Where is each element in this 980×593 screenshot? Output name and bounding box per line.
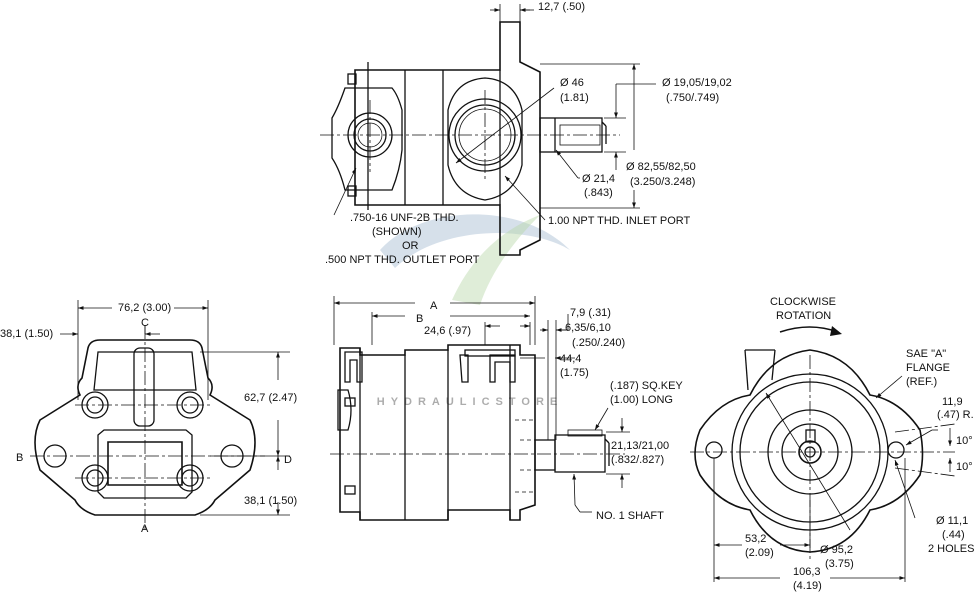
left-view: 76,2 (3.00) 38,1 (1.50) 62,7 (2.47) 38,1… (0, 300, 297, 535)
rotation-label-2: ROTATION (776, 310, 831, 322)
label-b: B (16, 452, 23, 464)
outlet-port-label-4: .500 NPT THD. OUTLET PORT (325, 254, 480, 266)
inlet-port-label: 1.00 NPT THD. INLET PORT (548, 215, 691, 227)
dim-shaft-inch: (.832/.827) (611, 454, 664, 466)
dim-952: Ø 95,2 (820, 544, 853, 556)
dim-shaft-inch: (.750/.749) (666, 92, 719, 104)
dim-left-upper: 62,7 (2.47) (244, 392, 297, 404)
dim-635: 6,35/6,10 (565, 322, 611, 334)
hole-count: 2 HOLES (928, 543, 974, 555)
dim-1063: 106,3 (793, 566, 821, 578)
outlet-port-label-1: .750-16 UNF-2B THD. (350, 212, 459, 224)
dim-pilot-inch: (3.250/3.248) (630, 176, 695, 188)
outlet-port-label-2: (SHOWN) (372, 226, 422, 238)
hole-dia: Ø 11,1 (936, 515, 968, 527)
key-length: (1.00) LONG (610, 394, 673, 406)
dim-left-width: 76,2 (3.00) (118, 302, 171, 314)
dim-1063-inch: (4.19) (793, 580, 822, 592)
label-d: D (284, 454, 292, 466)
flange-label-1: SAE "A" (906, 348, 946, 360)
dim-532-inch: (2.09) (745, 547, 774, 559)
side-label-a: A (430, 300, 438, 312)
dim-bore-inch: (1.81) (560, 92, 589, 104)
key-size: (.187) SQ.KEY (610, 380, 683, 392)
outlet-port-label-3: OR (402, 240, 419, 252)
dim-flange-thickness: 12,7 (.50) (538, 1, 585, 13)
rotation-label-1: CLOCKWISE (770, 296, 836, 308)
right-view: CLOCKWISE ROTATION SAE "A" FLANGE (REF.)… (690, 296, 974, 592)
dim-635-inch: (.250/.240) (572, 337, 625, 349)
watermark-text: HYDRAULICSTORE (377, 396, 563, 408)
side-label-b: B (416, 313, 423, 325)
radius-value: 11,9 (942, 396, 963, 408)
dim-key-dia: Ø 21,4 (582, 173, 615, 185)
watermark-leaf (452, 215, 540, 305)
flange-label-2: FLANGE (906, 362, 950, 374)
dim-shaft-dia: Ø 19,05/19,02 (662, 77, 732, 89)
dim-shaft-dia: 21,13/21,00 (611, 440, 669, 452)
angle-upper: 10° (956, 435, 973, 447)
dim-952-inch: (3.75) (825, 558, 854, 570)
dim-444-inch: (1.75) (560, 367, 589, 379)
side-view: A B 24,6 (.97) 7,9 (.31) 6,35/6,10 (.250… (330, 296, 683, 522)
watermark: HYDRAULICSTORE (377, 214, 570, 408)
dim-left-offset: 38,1 (1.50) (0, 328, 53, 340)
hole-dia-inch: (.44) (942, 529, 965, 541)
dim-left-lower: 38,1 (1.50) (244, 495, 297, 507)
shaft-label: NO. 1 SHAFT (596, 510, 664, 522)
label-c: C (141, 317, 149, 329)
top-view: 12,7 (.50) Ø 46 (1.81) Ø 19,05/19,02 (.7… (320, 1, 732, 266)
rotation-arrow-icon (830, 326, 842, 336)
dim-key-inch: (.843) (584, 187, 613, 199)
dim-246: 24,6 (.97) (424, 325, 471, 337)
angle-lower: 10° (956, 461, 973, 473)
dim-pilot-dia: Ø 82,55/82,50 (626, 161, 696, 173)
dim-79: 7,9 (.31) (570, 307, 611, 319)
dim-bore-dia: Ø 46 (560, 77, 584, 89)
dim-532: 53,2 (745, 533, 766, 545)
label-a: A (141, 523, 149, 535)
watermark-swoosh (380, 214, 570, 268)
flange-label-3: (REF.) (906, 376, 937, 388)
radius-inch: (.47) R. (937, 409, 974, 421)
dim-444: 44,4 (560, 353, 581, 365)
